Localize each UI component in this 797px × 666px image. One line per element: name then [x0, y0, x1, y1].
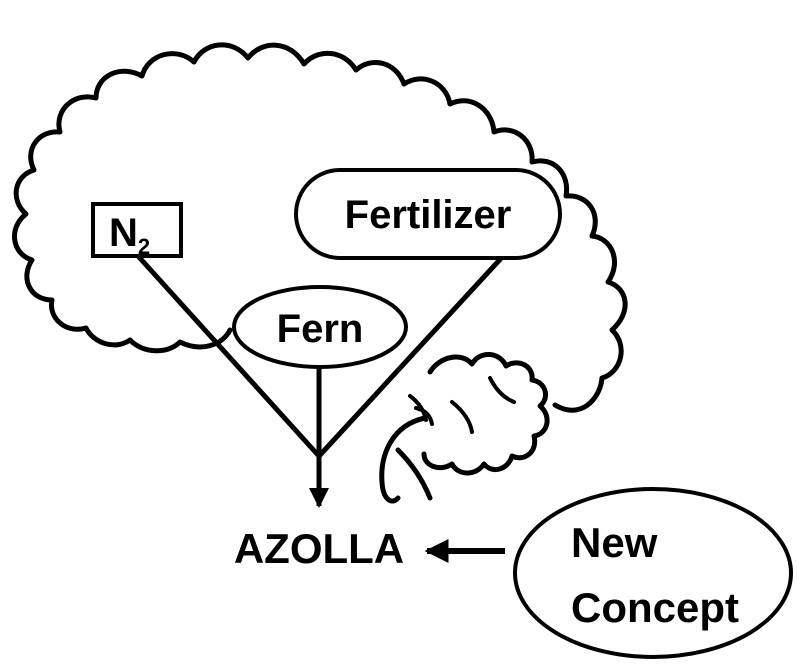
fertilizer-label: Fertilizer — [345, 193, 512, 237]
cerebellum-detail-2 — [490, 378, 514, 402]
new-concept-ellipse — [515, 489, 791, 657]
azolla-label: AZOLLA — [234, 525, 404, 572]
n2-subscript: 2 — [138, 234, 150, 259]
fern-label: Fern — [277, 307, 364, 351]
brainstem-outline — [382, 418, 425, 501]
cerebellum-detail — [452, 402, 472, 432]
new-concept-label-line2: Concept — [571, 584, 739, 631]
cerebellum-outline — [424, 354, 547, 473]
new-concept-label-line1: New — [571, 519, 658, 566]
